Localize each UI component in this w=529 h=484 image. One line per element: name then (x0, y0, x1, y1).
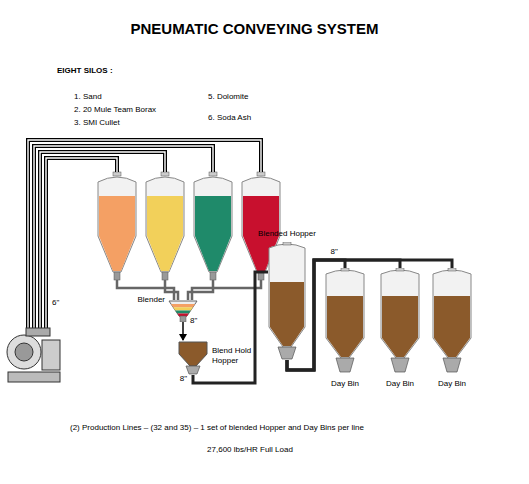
bin-shape (380, 268, 420, 373)
shape-part (173, 307, 193, 310)
node-label: Day Bin (331, 379, 359, 389)
pipe-core (28, 140, 261, 330)
shape-part (381, 270, 419, 358)
shape-part (391, 358, 409, 372)
silo-outlet (162, 272, 168, 280)
silo (146, 172, 184, 280)
shape-part (270, 282, 304, 346)
pipe-size: 8" (330, 248, 339, 257)
title: PNEUMATIC CONVEYING SYSTEM (130, 20, 378, 38)
day-bin: Day Bin (432, 268, 472, 373)
pump-motor (42, 340, 60, 370)
pipe-core (34, 146, 213, 330)
silo (98, 172, 136, 280)
feed-pipe (192, 280, 261, 300)
capacity-note: 27,600 lbs/HR Full Load (207, 445, 293, 455)
blended-shape (268, 242, 306, 360)
shape-part (283, 242, 291, 245)
silo-fill (147, 196, 183, 271)
shape-part (269, 244, 305, 347)
caption: (2) Production Lines – (32 and 35) – 1 s… (70, 423, 364, 433)
shape-part (448, 268, 456, 271)
list-heading: EIGHT SILOS : (57, 66, 113, 76)
silo (194, 172, 232, 280)
pipe-core (40, 152, 165, 330)
pump-base (8, 372, 60, 382)
shape-part (180, 316, 186, 322)
silo-fill (99, 196, 135, 271)
silo-item: 6. Soda Ash (208, 113, 251, 123)
shape-part (169, 301, 197, 316)
hold-hopper: Blend Hold Hopper (178, 340, 208, 375)
pipe-size: 8" (189, 317, 198, 326)
node-label: Day Bin (438, 379, 466, 389)
shape-part (326, 270, 364, 358)
shape-part (278, 347, 296, 359)
silo-inlet (161, 172, 169, 176)
pipe-size: 6" (52, 298, 59, 308)
pipe-size: 8" (179, 375, 188, 384)
silo-item: 1. Sand (74, 92, 102, 102)
pump-outlet (26, 328, 50, 336)
silo-inlet (113, 172, 121, 176)
bin-shape (432, 268, 472, 373)
silo-body (146, 177, 184, 272)
silo-item: 2. 20 Mule Team Borax (74, 105, 156, 115)
supply-pipes (28, 140, 261, 330)
shape-part (171, 304, 195, 307)
pipe-core (46, 158, 117, 330)
day-bin: Day Bin (325, 268, 365, 373)
pipe-connector (182, 322, 184, 340)
shape-part (327, 296, 363, 357)
node-label: Day Bin (386, 379, 414, 389)
pipe-connector (287, 260, 452, 370)
silos (98, 172, 280, 300)
shape-part (179, 342, 207, 366)
pump-housing (7, 335, 41, 369)
shape-part (175, 310, 190, 313)
hold-shape (178, 340, 208, 375)
silo-outlet (210, 272, 216, 280)
bin-shape (325, 268, 365, 373)
pipe-connector (193, 272, 268, 383)
silo-inlet (209, 172, 217, 176)
node-label: Blend Hold Hopper (212, 346, 260, 365)
node-label: Blended Hopper (257, 229, 317, 239)
shape-part (443, 358, 461, 372)
silo-inlet (257, 172, 265, 176)
feed-pipe (165, 280, 178, 300)
silo-item: 3. SMI Cullet (74, 118, 120, 128)
shape-part (434, 296, 470, 357)
day-bin: Day Bin (380, 268, 420, 373)
silo-item: 5. Dolomite (208, 92, 248, 102)
silo-outlet (114, 272, 120, 280)
silo-body (98, 177, 136, 272)
shape-part (396, 268, 404, 271)
shape-part (433, 270, 471, 358)
node-label: Blender (137, 295, 165, 305)
silo-fill (195, 196, 231, 271)
pipe-wall (46, 158, 117, 330)
shape-part (336, 358, 354, 372)
pipe-wall (28, 140, 261, 330)
pipe-wall (34, 146, 213, 330)
shape-part (186, 366, 200, 374)
pipe-wall (40, 152, 165, 330)
pump-hub (15, 343, 33, 361)
shape-part (382, 296, 418, 357)
pump (7, 328, 60, 382)
shape-part (341, 268, 349, 271)
blended-hopper: Blended Hopper (268, 242, 306, 360)
silo-body (194, 177, 232, 272)
